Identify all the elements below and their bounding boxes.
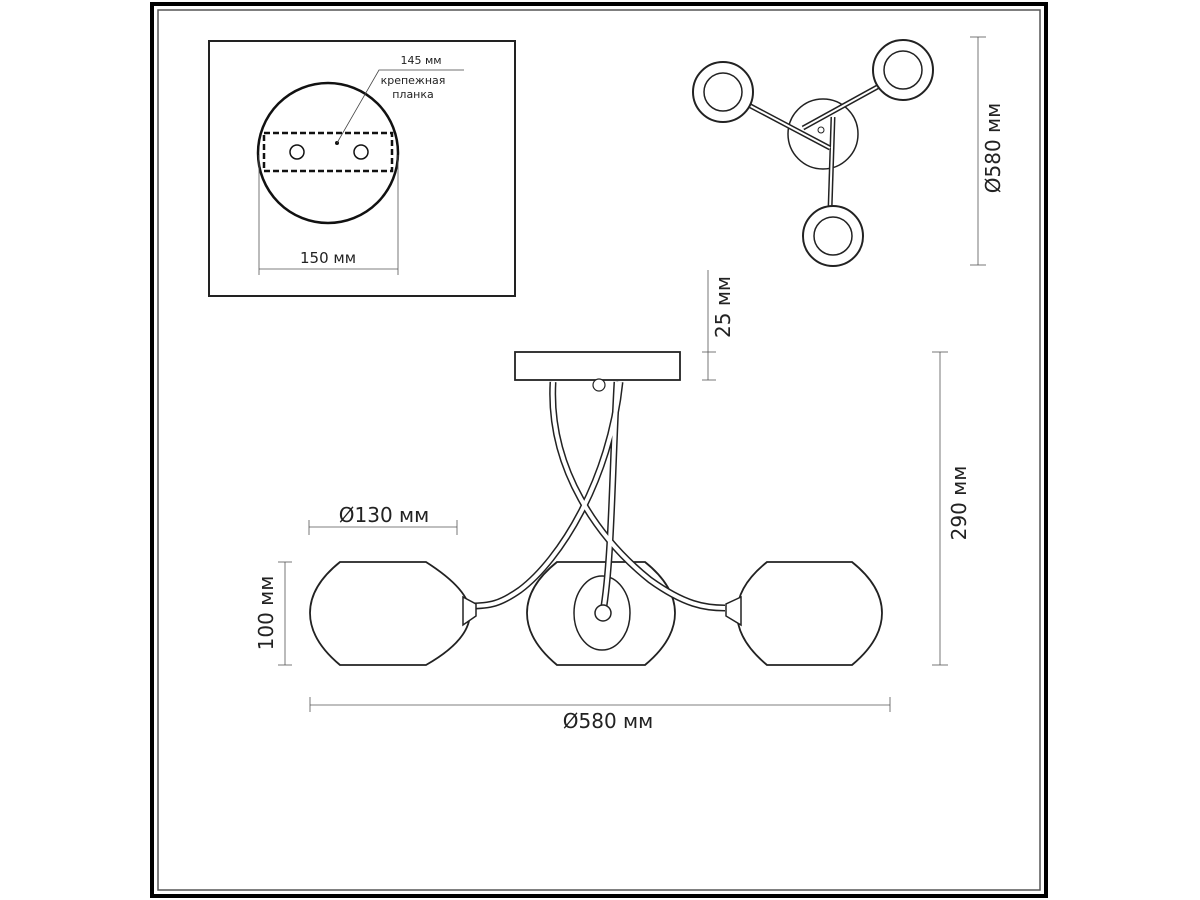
shade-left [309,561,471,666]
canopy-height-label: 25 мм [711,276,735,338]
mount-plate-box [208,40,516,297]
top-view [692,36,986,267]
plate-diameter-label: 150 мм [300,249,356,267]
outer-frame [150,2,1048,898]
mount-plate-circle [256,81,400,225]
bar-label-line2: планка [392,88,434,101]
top-diameter-label: Ø580 мм [981,103,1005,193]
top-shade [802,205,864,267]
total-height-label: 290 мм [947,466,971,541]
bar-label-line1: крепежная [381,74,446,87]
shade-right [736,561,883,666]
leader-line [336,69,464,144]
total-diameter-label: Ø580 мм [563,709,653,733]
mounting-bar-outline [262,131,394,173]
mount-hole-left [289,144,305,160]
bar-width-label: 145 мм [400,54,441,67]
side-view [309,351,883,666]
inner-frame [157,9,1041,891]
top-shade [692,61,754,123]
mount-hole-right [353,144,369,160]
top-shade [872,39,934,101]
mount-plate-view: 145 мм крепежная планка 150 мм [208,40,516,297]
shade-height-label: 100 мм [254,576,278,651]
canopy [514,351,681,381]
canopy-top-circle [787,98,859,170]
shade-diameter-label: Ø130 мм [339,503,429,527]
side-dimension-lines [278,270,948,712]
